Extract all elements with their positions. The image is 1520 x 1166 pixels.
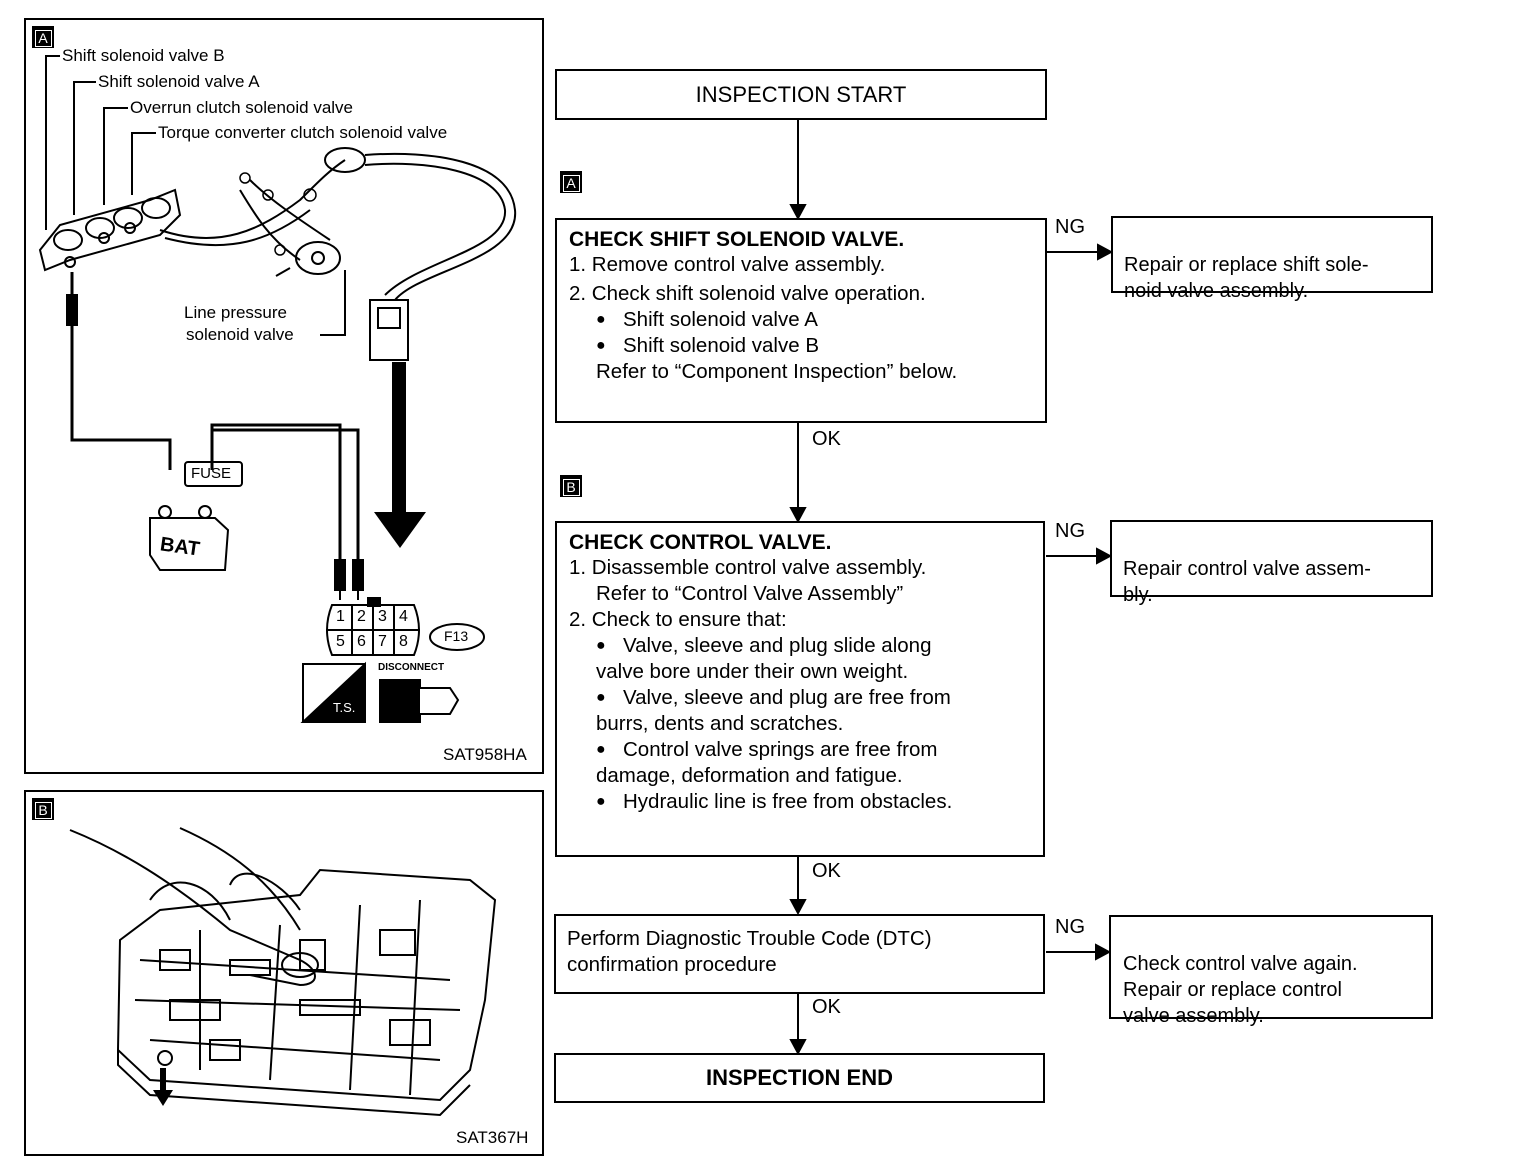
step2-bullet1a: Valve, sleeve and plug slide along — [596, 633, 1031, 659]
step2-bullet2b: burrs, dents and scratches. — [596, 712, 844, 735]
step-perform-dtc-confirmation: Perform Diagnostic Trouble Code (DTC) co… — [554, 914, 1045, 994]
step-b-tag: B — [560, 475, 582, 497]
pin-7: 7 — [378, 633, 387, 650]
ng-label-2: NG — [1055, 520, 1085, 542]
panel-a-solenoid-diagram — [24, 18, 544, 774]
step-check-control-valve: CHECK CONTROL VALVE. 1. Disassemble cont… — [555, 521, 1045, 857]
step1-title: CHECK SHIFT SOLENOID VALVE. — [569, 228, 905, 251]
pin-2: 2 — [357, 608, 366, 625]
ng-label-3: NG — [1055, 916, 1085, 938]
ng-label-1: NG — [1055, 216, 1085, 238]
step-a-tag: A — [560, 171, 582, 193]
result-check-control-valve-again: Check control valve again. Repair or rep… — [1109, 915, 1433, 1027]
pin-5: 5 — [336, 633, 345, 650]
step3-line2: confirmation procedure — [567, 953, 777, 976]
step2-line2: 2. Check to ensure that: — [569, 608, 787, 631]
step2-bullet4a: Hydraulic line is free from obstacles. — [596, 789, 1031, 815]
step2-line1b: Refer to “Control Valve Assembly” — [596, 582, 904, 605]
panel-a-ref-code: SAT958HA — [443, 745, 527, 764]
control-valve-illustration — [69, 827, 497, 1117]
inspection-start-label: INSPECTION START — [695, 81, 907, 107]
step2-bullet1b: valve bore under their own weight. — [596, 660, 909, 683]
pin-1: 1 — [336, 608, 345, 625]
connector-code: F13 — [444, 628, 469, 644]
step2-bullet2a: Valve, sleeve and plug are free from — [596, 685, 1031, 711]
inspection-end-box: INSPECTION END — [554, 1053, 1045, 1103]
ok-label-2: OK — [812, 860, 841, 882]
result2-text: Repair control valve assem- bly. — [1123, 558, 1371, 606]
label-shift-solenoid-valve-b: Shift solenoid valve B — [62, 46, 225, 65]
pin-4: 4 — [399, 608, 408, 625]
step1-bullet2: Shift solenoid valve B — [596, 333, 1033, 359]
panel-b-tag: B — [32, 798, 54, 820]
inspection-end-label: INSPECTION END — [705, 1065, 894, 1090]
fuse-label: FUSE — [191, 465, 232, 482]
result3-text: Check control valve again. Repair or rep… — [1123, 953, 1358, 1027]
pin-3: 3 — [378, 608, 387, 625]
inspection-start-box: INSPECTION START — [555, 69, 1047, 120]
label-overrun-clutch-solenoid: Overrun clutch solenoid valve — [130, 98, 354, 117]
solenoid-wiring-illustration — [38, 55, 517, 723]
result-repair-control-valve: Repair control valve assem- bly. — [1110, 520, 1433, 606]
label-shift-solenoid-valve-a: Shift solenoid valve A — [98, 72, 260, 91]
step1-line2: 2. Check shift solenoid valve operation. — [569, 282, 926, 305]
ok-label-3: OK — [812, 996, 841, 1018]
pin-6: 6 — [357, 633, 366, 650]
ok-label-1: OK — [812, 428, 841, 450]
panel-b-ref-code: SAT367H — [456, 1128, 529, 1147]
step2-bullet3a: Control valve springs are free from — [596, 737, 1031, 763]
disconnect-label: DISCONNECT — [378, 662, 445, 673]
step1-line1: 1. Remove control valve assembly. — [569, 253, 886, 276]
label-line-pressure-2: solenoid valve — [186, 325, 294, 344]
panel-a-tag: A — [32, 26, 54, 48]
large-down-arrow — [374, 362, 426, 548]
step2-title: CHECK CONTROL VALVE. — [569, 531, 832, 554]
ts-label: T.S. — [333, 700, 356, 715]
step2-line1: 1. Disassemble control valve assembly. — [569, 556, 927, 579]
step2-bullet3b: damage, deformation and fatigue. — [596, 764, 903, 787]
result-repair-shift-solenoid: Repair or replace shift sole- noid valve… — [1111, 216, 1433, 302]
step-check-shift-solenoid: CHECK SHIFT SOLENOID VALVE. 1. Remove co… — [555, 218, 1047, 423]
step3-line1: Perform Diagnostic Trouble Code (DTC) — [567, 927, 932, 950]
step1-bullet1: Shift solenoid valve A — [596, 307, 1033, 333]
step1-line3: Refer to “Component Inspection” below. — [596, 360, 958, 383]
pin-8: 8 — [399, 633, 408, 650]
label-torque-converter-solenoid: Torque converter clutch solenoid valve — [158, 123, 448, 142]
panel-b-control-valve-photo — [24, 790, 544, 1156]
result1-text: Repair or replace shift sole- noid valve… — [1124, 254, 1369, 302]
label-line-pressure-1: Line pressure — [184, 303, 288, 322]
